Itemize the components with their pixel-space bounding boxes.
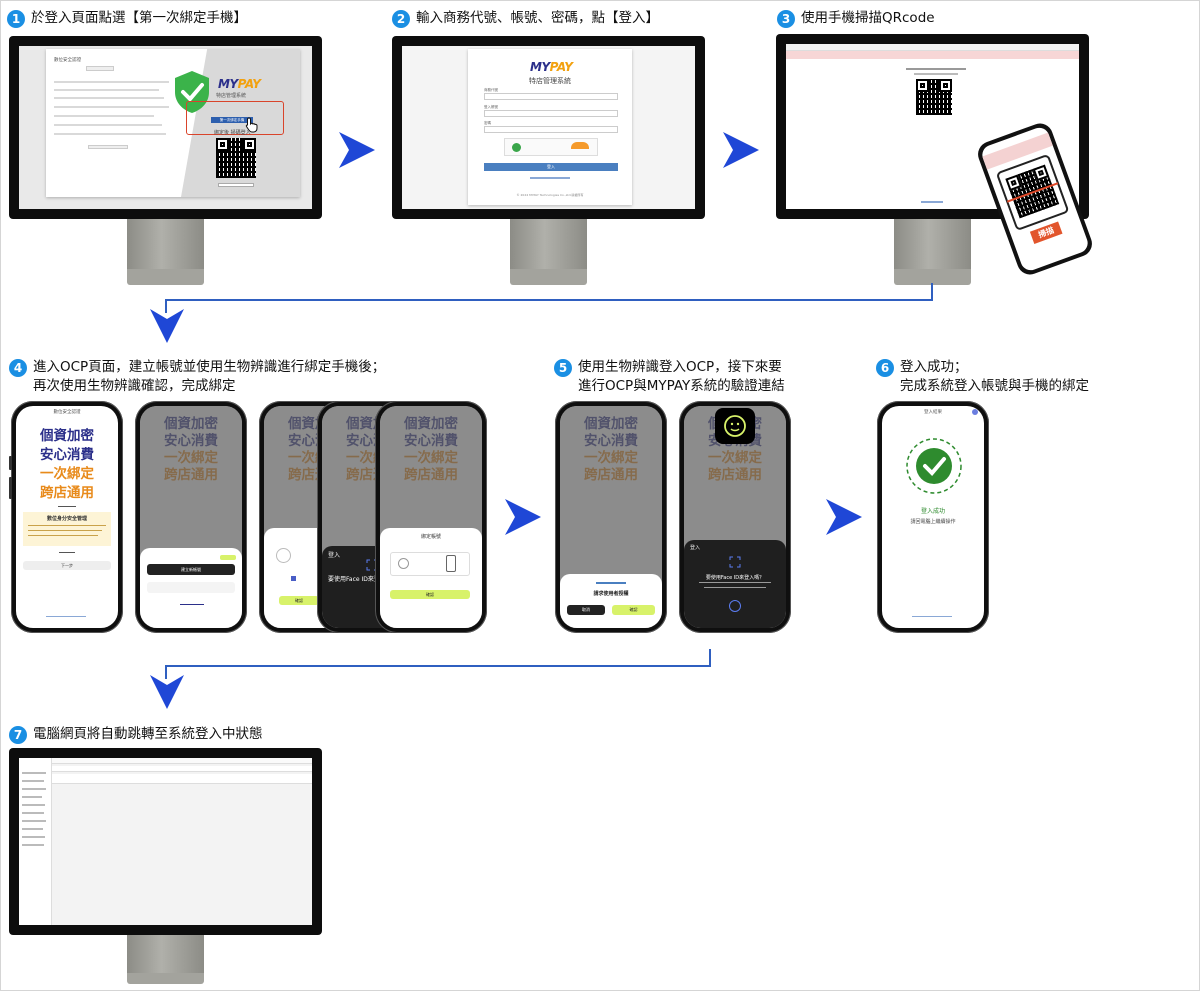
ocp-line-1: 個資加密 (40, 428, 94, 444)
step-7-badge: 7 (9, 726, 27, 744)
bind-confirm-button[interactable]: 確認 (279, 596, 319, 605)
step-6-badge: 6 (876, 359, 894, 377)
ocp-line-4: 跨店通用 (40, 485, 94, 501)
success-header: 登入結果 (924, 410, 942, 415)
step-6-text: 登入成功； 完成系統登入帳號與手機的綁定 (900, 359, 1089, 394)
step-3-badge: 3 (777, 10, 795, 28)
copyright-footer: © 2024 MYPAY Technologies Co.,Ltd.版權所有 (516, 193, 584, 197)
ocp-line-2: 安心消費 (40, 447, 94, 463)
connector-line (166, 283, 933, 301)
monitor-stand (127, 219, 204, 269)
scan-login-text: 綁定後 掃碼登入 (214, 130, 251, 136)
step-1-badge: 1 (7, 10, 25, 28)
ocp-phone-auth-request: 個資加密 安心消費 一次綁定 跨店通用 請求使用者授權 取消 確認 (555, 401, 667, 633)
ocp-line-3: 一次綁定 (40, 466, 94, 482)
ocp-phone-success: 登入結果 登入成功 請回電腦上繼續操作 (877, 401, 989, 633)
arrow-down-icon (150, 309, 184, 343)
qr-code (216, 138, 256, 178)
auth-request-prompt: 請求使用者授權 (593, 591, 629, 597)
password-label: 密碼 (484, 121, 491, 125)
face-id-icon (729, 556, 741, 568)
login-button[interactable]: 登入 (484, 163, 618, 171)
step-5-badge: 5 (554, 359, 572, 377)
create-account-sheet: 建立新帳號 (140, 548, 242, 628)
success-check-icon (906, 438, 962, 494)
step-3-text: 使用手機掃描QRcode (801, 10, 935, 26)
captcha-widget[interactable] (504, 138, 598, 156)
ocp-phone-faceid-login: 個資加密 安心消費 一次綁定 跨店通用 登入 要使用Face ID來登入嗎？ (679, 401, 791, 633)
faceid-prompt: 要使用Face ID來登入嗎？ (328, 576, 398, 583)
step-4-text: 進入OCP頁面，建立帳號並使用生物辨識進行綁定手機後； 再次使用生物辨識確認，完… (33, 359, 386, 394)
dashboard-screen (19, 758, 312, 925)
password-input[interactable] (484, 126, 618, 133)
ocp-header: 數位安全認證 (53, 410, 81, 415)
arrow-right-icon (826, 499, 862, 535)
display-qr-code (916, 79, 952, 115)
merchant-id-label: 商務代號 (484, 88, 498, 92)
arrow-right-icon (339, 132, 375, 168)
ocp-phone-intro: 數位安全認證 個資加密 安心消費 一次綁定 跨店通用 數位身分安全管理 下一步 (9, 401, 123, 633)
account-label: 登入帳號 (484, 105, 498, 109)
system-subtitle: 特店管理系統 (216, 93, 247, 99)
info-box-title: 數位身分安全管理 (46, 516, 87, 522)
mypay-logo: MYPAY (218, 77, 261, 91)
step-3-heading: 3 使用手機掃描QRcode (777, 9, 935, 28)
arrow-right-icon (505, 499, 541, 535)
step-4-badge: 4 (9, 359, 27, 377)
faceid-login-sheet: 登入 要使用Face ID來登入嗎？ (684, 540, 786, 628)
auth-request-sheet: 請求使用者授權 取消 確認 (560, 574, 662, 628)
monitor-step-1: 數位安全認證 MYPAY 特店管理系統 第一次綁定手機 (9, 36, 322, 285)
credentials-card: MYPAY 特店管理系統 商務代號 登入帳號 密碼 登入 © 2024 MYPA… (468, 49, 632, 205)
step-6-heading: 6 登入成功； 完成系統登入帳號與手機的綁定 (876, 358, 1089, 396)
credentials-screen: MYPAY 特店管理系統 商務代號 登入帳號 密碼 登入 © 2024 MYPA… (402, 46, 695, 209)
bind-account-title: 綁定帳號 (420, 534, 441, 540)
step-2-text: 輸入商務代號、帳號、密碼，點【登入】 (416, 10, 659, 26)
first-bind-phone-button[interactable]: 第一次綁定手機 (211, 117, 253, 123)
account-input[interactable] (484, 110, 618, 117)
step-4-heading: 4 進入OCP頁面，建立帳號並使用生物辨識進行綁定手機後； 再次使用生物辨識確認… (9, 358, 385, 396)
ocp-phone-create: 個資加密 安心消費 一次綁定 跨店通用 建立新帳號 (135, 401, 247, 633)
dashboard-sidebar (19, 758, 52, 925)
monitor-step-2: MYPAY 特店管理系統 商務代號 登入帳號 密碼 登入 © 2024 MYPA… (392, 36, 705, 285)
arrow-down-icon (150, 675, 184, 709)
step-7-heading: 7 電腦網頁將自動跳轉至系統登入中狀態 (9, 725, 263, 744)
faceid-sheet-title: 登入 (328, 552, 341, 559)
info-box: 數位身分安全管理 (23, 512, 111, 546)
success-text: 登入成功 (920, 508, 945, 515)
mypay-logo-2: MYPAY (530, 60, 573, 74)
auth-ok-button[interactable]: 確認 (612, 605, 655, 615)
step-7-text: 電腦網頁將自動跳轉至系統登入中狀態 (33, 726, 263, 742)
hand-pointer-icon (245, 117, 258, 133)
faceid-login-title: 登入 (690, 545, 701, 551)
highlight-box (186, 101, 284, 135)
login-card: 數位安全認證 MYPAY 特店管理系統 第一次綁定手機 (46, 49, 300, 197)
scan-button[interactable]: 掃描 (1029, 221, 1063, 244)
monitor-base (127, 269, 204, 285)
faceid-login-prompt: 要使用Face ID來登入嗎？ (705, 575, 765, 581)
credentials-subtitle: 特店管理系統 (529, 77, 571, 85)
login-page-screen: 數位安全認證 MYPAY 特店管理系統 第一次綁定手機 (19, 46, 312, 209)
step-5-heading: 5 使用生物辨識登入OCP，接下來要 進行OCP與MYPAY系統的驗證連結 (554, 358, 785, 396)
shield-check-icon (175, 71, 209, 113)
step-1-text: 於登入頁面點選【第一次綁定手機】 (31, 10, 247, 26)
arrow-right-icon (723, 132, 759, 168)
face-id-icon (724, 415, 746, 437)
bind-account-sheet: 綁定帳號 確認 (380, 528, 482, 628)
login-card-title: 數位安全認證 (54, 58, 81, 63)
faceid-badge (715, 408, 755, 444)
merchant-id-input[interactable] (484, 93, 618, 100)
auth-cancel-button[interactable]: 取消 (567, 605, 605, 615)
connector-line (166, 649, 711, 667)
next-button[interactable]: 下一步 (23, 561, 111, 570)
bind-confirm-button-2[interactable]: 確認 (390, 590, 470, 599)
step-1-heading: 1 於登入頁面點選【第一次綁定手機】 (7, 9, 247, 28)
step-2-heading: 2 輸入商務代號、帳號、密碼，點【登入】 (392, 9, 659, 28)
success-subtext: 請回電腦上繼續操作 (910, 519, 956, 525)
ocp-phone-bind-front: 個資加密 安心消費 一次綁定 跨店通用 綁定帳號 確認 (375, 401, 487, 633)
step-2-badge: 2 (392, 10, 410, 28)
create-account-button[interactable]: 建立新帳號 (147, 564, 235, 575)
step-5-text: 使用生物辨識登入OCP，接下來要 進行OCP與MYPAY系統的驗證連結 (578, 359, 785, 394)
monitor-step-7 (9, 748, 322, 984)
